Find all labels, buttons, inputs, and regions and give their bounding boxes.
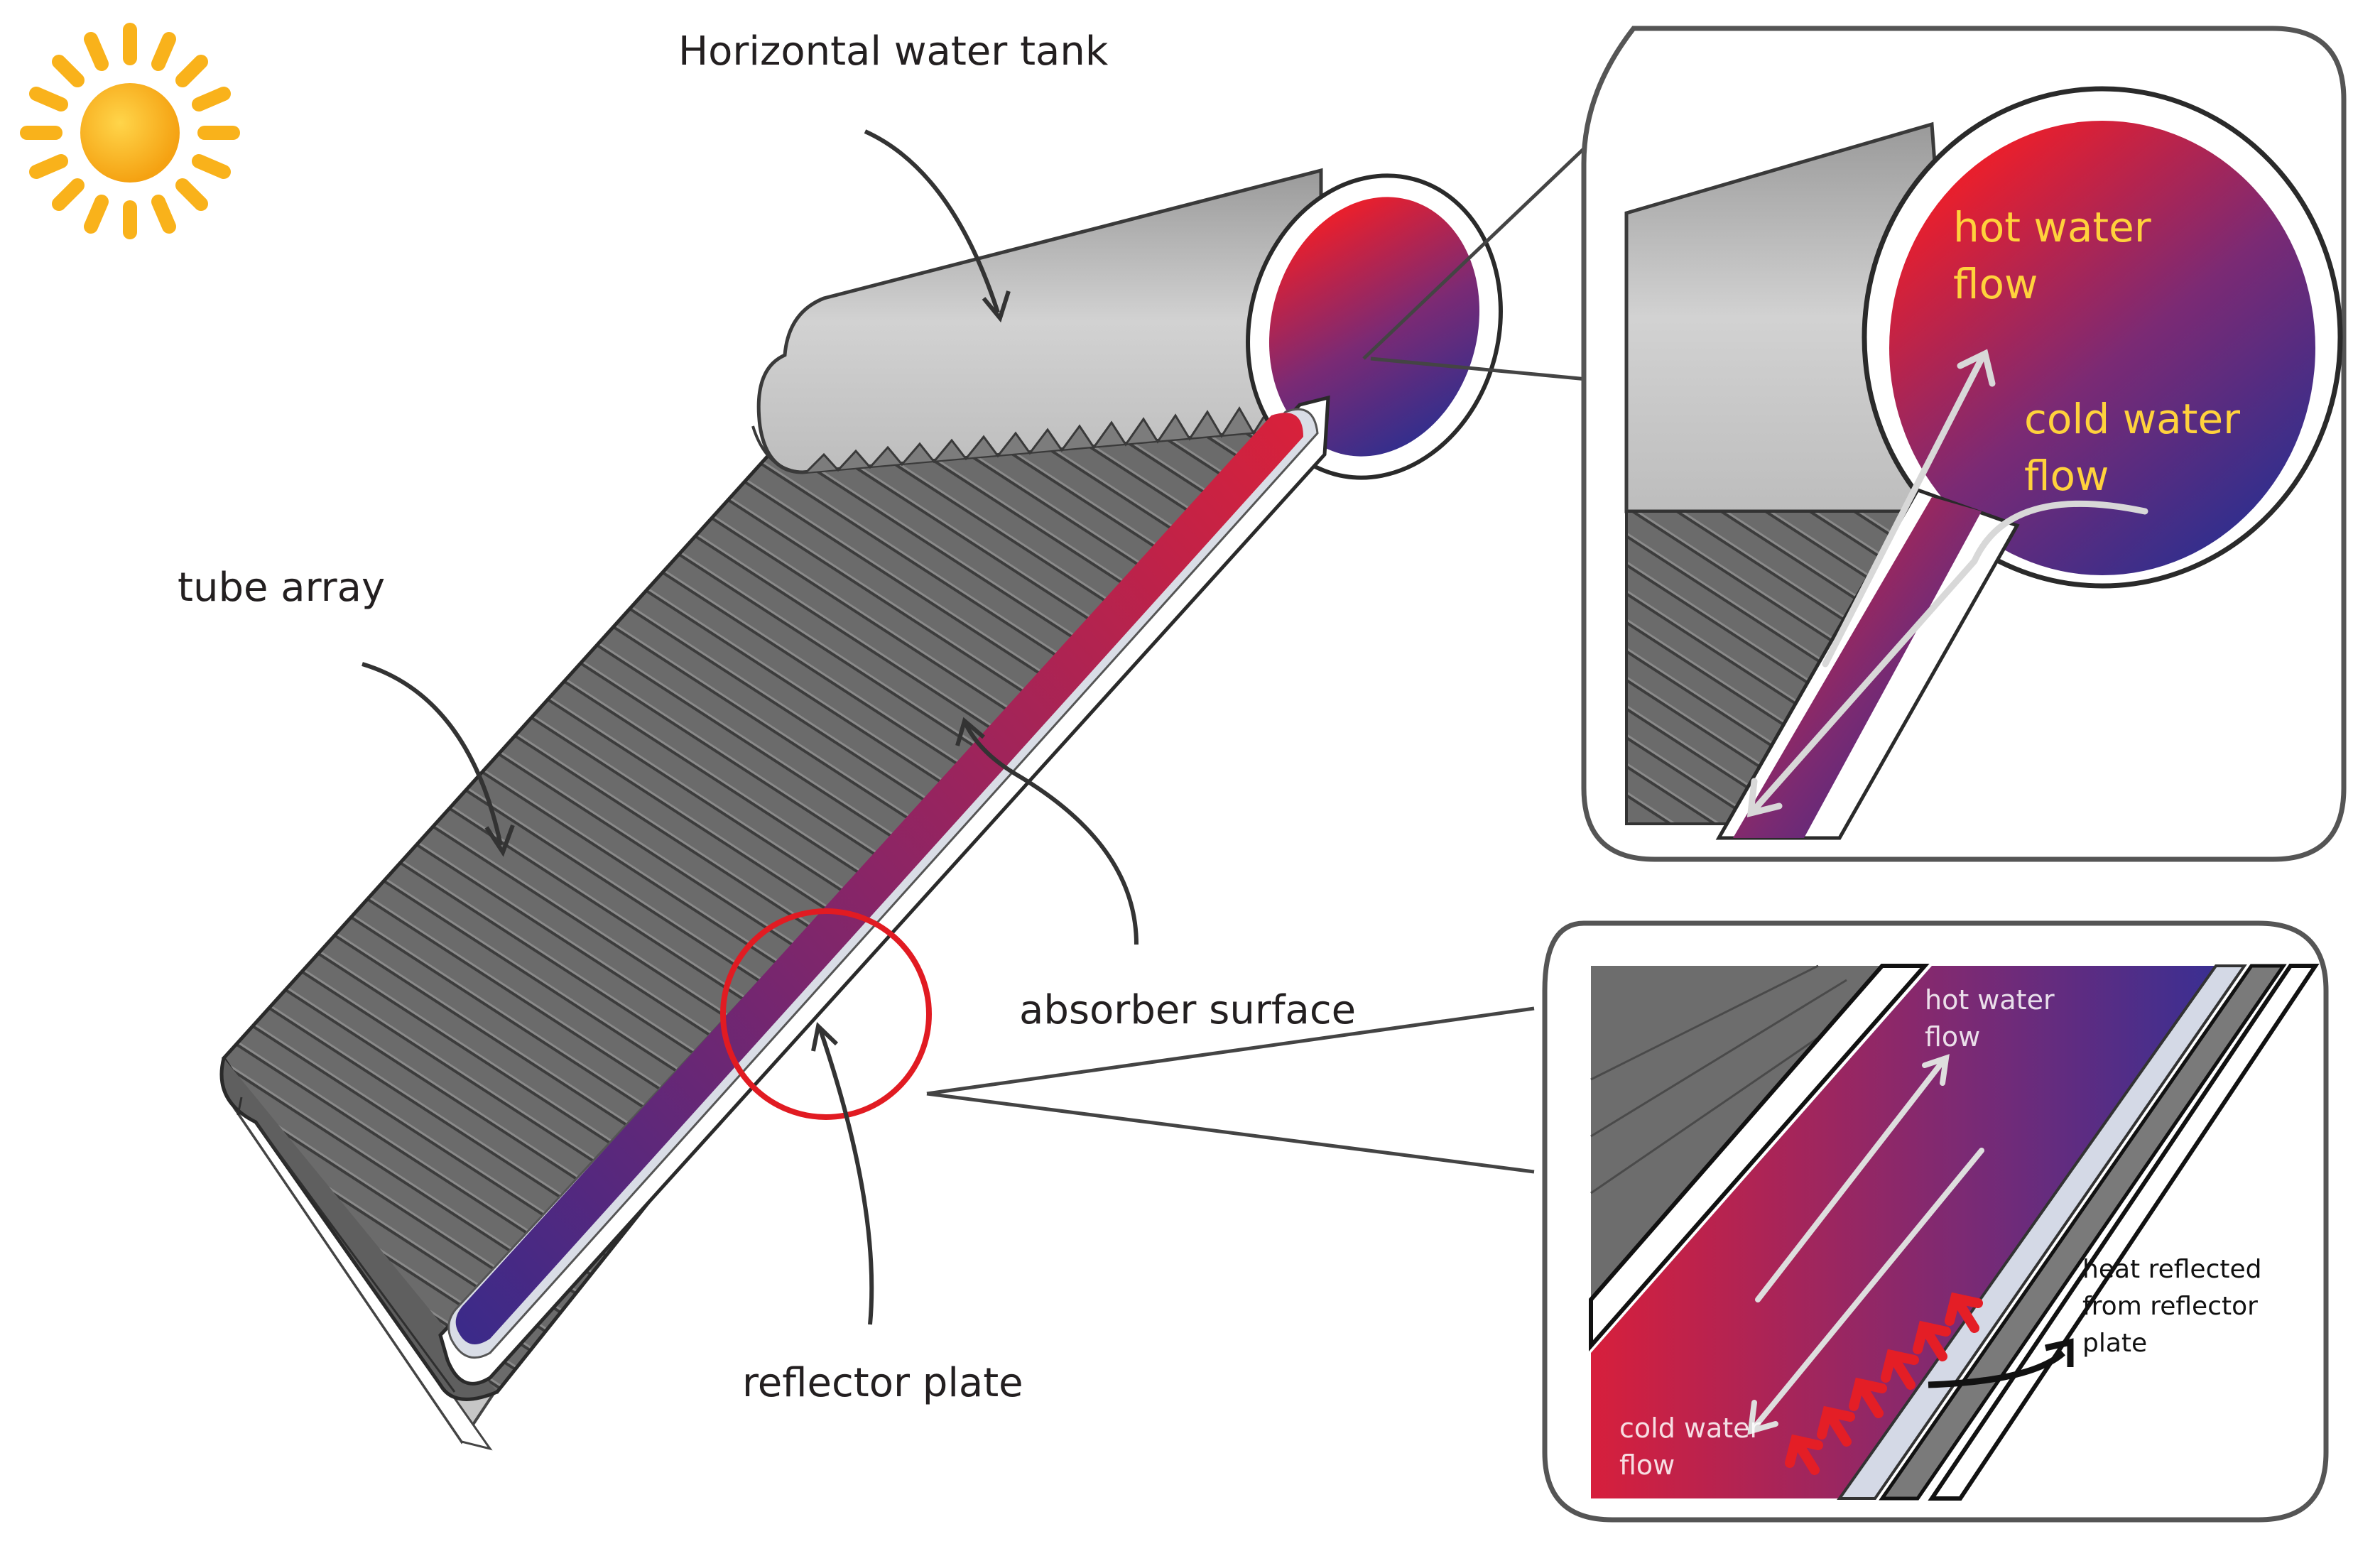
- zoom-bottom-hot-line2: flow: [1925, 1021, 1981, 1052]
- reflector-label: reflector plate: [742, 1360, 1023, 1406]
- curved-arrow-icon: [362, 662, 503, 846]
- heat-note-line1: heat reflected: [2082, 1255, 2262, 1284]
- horizontal-water-tank: [751, 168, 1503, 480]
- zoom-top-hot-label: hot water flow: [1953, 199, 2151, 312]
- main-collector: [219, 168, 1503, 1451]
- zoom-panel-tube: [1542, 920, 2329, 1523]
- tank-label: Horizontal water tank: [678, 28, 1109, 75]
- leader-lines: [926, 137, 1596, 1174]
- flow-arrow-icon: [1747, 1054, 1984, 1435]
- tube-array-label: tube array: [178, 565, 386, 611]
- flow-arrow-icon: [1746, 349, 2148, 817]
- zoom-bottom-cold-line2: flow: [1619, 1449, 1675, 1481]
- curved-arrow-icon: [864, 129, 1000, 313]
- heat-note-line3: plate: [2082, 1329, 2148, 1358]
- tube-array-shape: [221, 403, 1290, 1394]
- zoom-top-hot-line2: flow: [1953, 260, 2038, 308]
- zoom-panel-tank: [1581, 26, 2347, 862]
- highlight-circle: [720, 908, 932, 1120]
- pointer-arrows: [362, 129, 1139, 1325]
- curved-arrow-icon: [818, 1029, 874, 1325]
- tank-cross-section: [1889, 121, 2315, 575]
- cutaway-tube: [438, 395, 1330, 1386]
- tank-end-gradient: [1268, 197, 1480, 457]
- heat-note-line2: from reflector: [2082, 1292, 2258, 1321]
- curved-arrow-icon: [964, 723, 1139, 945]
- heat-reflected-note: heat reflected from reflector plate: [2082, 1251, 2261, 1362]
- zoom-bottom-hot-label: hot water flow: [1925, 981, 2055, 1055]
- absorber-label: absorber surface: [1019, 987, 1357, 1033]
- sun-icon: [20, 23, 240, 239]
- zoom-top-cold-line1: cold water: [2024, 395, 2240, 443]
- absorber-tube-closeup: [1591, 966, 2216, 1498]
- heat-arrow-icon: [1785, 1292, 1983, 1475]
- absorber-tube-gradient: [455, 413, 1303, 1344]
- zoom-top-cold-label: cold water flow: [2024, 391, 2240, 504]
- zoom-top-hot-line1: hot water: [1953, 203, 2151, 251]
- zoom-bottom-cold-label: cold water flow: [1619, 1410, 1761, 1484]
- zoom-top-cold-line2: flow: [2024, 452, 2109, 500]
- zoom-bottom-cold-line1: cold water: [1619, 1413, 1761, 1444]
- zoom-bottom-hot-line1: hot water: [1925, 984, 2055, 1016]
